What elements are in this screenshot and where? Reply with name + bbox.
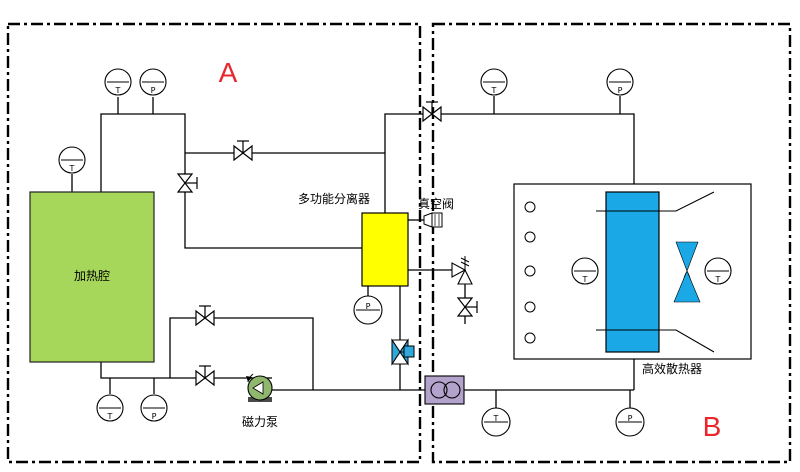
- separator-label: 多功能分离器: [298, 191, 370, 206]
- svg-text:P: P: [618, 86, 623, 95]
- section-a-border: [6, 22, 422, 464]
- svg-text:T: T: [115, 86, 121, 95]
- gate-valve-bypass-upper: [195, 305, 215, 326]
- relief-valve: [451, 256, 473, 285]
- svg-text:P: P: [628, 414, 633, 423]
- plate-exchanger: [424, 375, 465, 405]
- gate-valve-left-vertical: [177, 173, 198, 193]
- svg-text:P: P: [152, 412, 157, 421]
- radiator-core: [605, 191, 660, 353]
- control-valve-separator-bottom: [391, 338, 415, 366]
- magnetic-pump: 磁力泵: [242, 373, 278, 429]
- gauge-pressure-b-bottom: P: [615, 407, 645, 437]
- gauge-temp-b-top: T: [480, 68, 508, 96]
- gauge-temp-b-bottom: T: [481, 407, 511, 437]
- svg-text:T: T: [107, 412, 113, 421]
- gate-valve-relief-drain: [457, 297, 478, 317]
- radiator-label: 高效散热器: [642, 361, 702, 376]
- gauge-pressure-heater-top: P: [139, 68, 167, 96]
- gauge-pressure-b-top: P: [606, 68, 634, 96]
- section-b-border: [431, 22, 792, 464]
- svg-text:T: T: [491, 86, 497, 95]
- heating-chamber-label: 加热腔: [74, 268, 110, 283]
- svg-text:T: T: [69, 164, 75, 173]
- gauge-temp-heater-bottom: T: [96, 394, 124, 422]
- section-b-label: B: [703, 411, 722, 442]
- gauge-temp-heater-side: T: [58, 146, 86, 174]
- high-efficiency-radiator: T T 高效散热器: [513, 183, 752, 376]
- pump-label: 磁力泵: [242, 414, 278, 429]
- svg-text:P: P: [366, 302, 371, 311]
- gauge-pressure-heater-bottom: P: [140, 394, 168, 422]
- multifunction-separator: 多功能分离器: [298, 191, 409, 287]
- gauge-temp-radiator-left: T: [571, 257, 599, 285]
- svg-text:P: P: [151, 86, 156, 95]
- vacuum-valve-label: 真空阀: [418, 197, 454, 211]
- cooling-fan-icon: [673, 241, 701, 303]
- gauge-temp-radiator-right: T: [704, 257, 732, 285]
- gate-valve-bypass-lower: [195, 365, 215, 386]
- svg-text:T: T: [715, 275, 721, 284]
- section-a-label: A: [219, 57, 238, 88]
- svg-text:T: T: [582, 275, 588, 284]
- gauge-temp-heater-top: T: [104, 68, 132, 96]
- svg-text:T: T: [493, 414, 499, 423]
- gauge-pressure-separator: P: [353, 295, 383, 325]
- heating-chamber: 加热腔: [29, 191, 155, 363]
- vacuum-valve: 真空阀: [418, 197, 454, 228]
- gate-valve-upper-horizontal: [233, 140, 253, 161]
